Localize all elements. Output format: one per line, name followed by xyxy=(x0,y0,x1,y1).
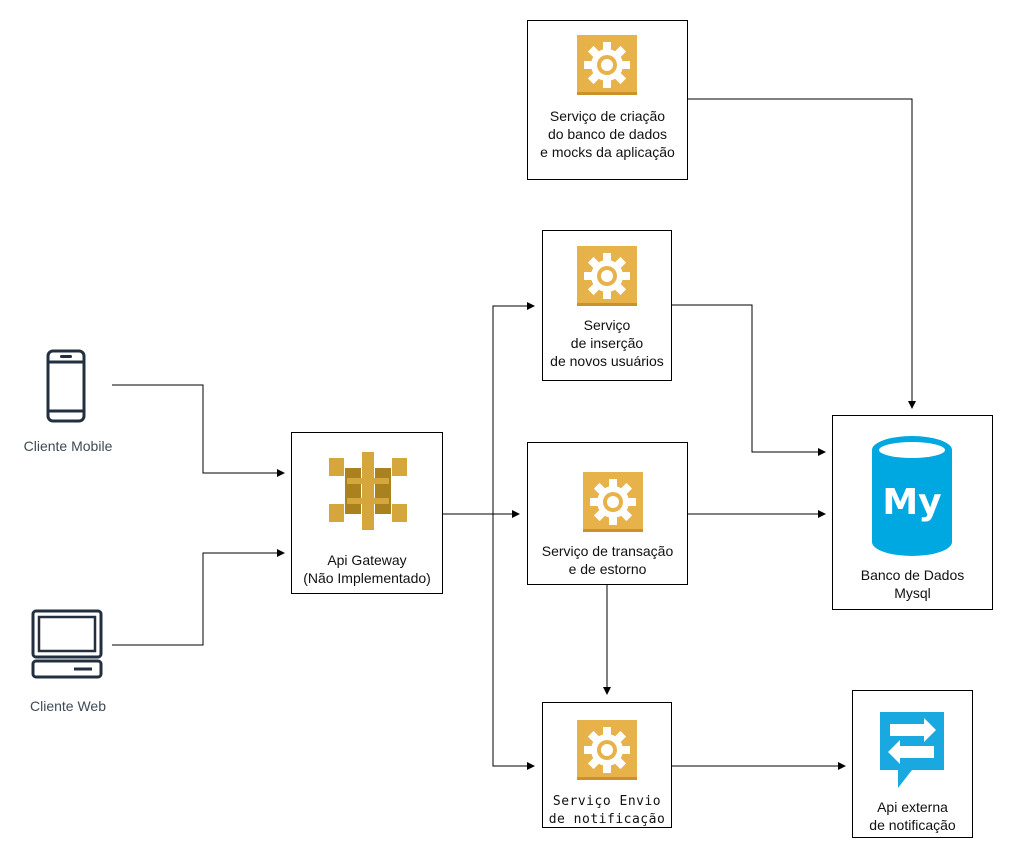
gear-service-icon xyxy=(577,35,637,95)
mobile-phone-icon xyxy=(46,349,86,423)
edge-insercao-to-banco xyxy=(672,304,826,456)
banco-dados-label: Banco de Dados Mysql xyxy=(860,567,965,601)
gear-service-icon xyxy=(583,472,643,532)
cliente-mobile-label: Cliente Mobile xyxy=(23,438,113,454)
notification-api-icon xyxy=(880,712,944,788)
api-gateway-label: Api Gateway (Não Implementado) xyxy=(303,552,431,586)
servico-transacao-label: Serviço de transação e de estorno xyxy=(541,543,674,577)
edge-gateway-to-notificacao xyxy=(492,514,535,770)
api-externa-label: Api externa de notificação xyxy=(869,799,956,833)
servico-notificacao-label: Serviço Envio de notificação xyxy=(548,794,666,827)
edge-mobile-to-gateway xyxy=(112,384,285,477)
mysql-database-icon: My xyxy=(872,436,952,556)
edge-web-to-gateway xyxy=(112,549,285,646)
mysql-icon-text: My xyxy=(882,482,941,523)
edge-gateway-to-insercao xyxy=(492,302,535,514)
cliente-web-label: Cliente Web xyxy=(29,698,106,714)
gear-service-icon xyxy=(577,720,637,780)
servico-insercao-label: Serviço de inserção de novos usuários xyxy=(550,317,664,369)
api-gateway-icon xyxy=(329,452,407,530)
desktop-computer-icon xyxy=(31,609,103,679)
gear-service-icon xyxy=(577,246,637,306)
edge-criacao-to-banco xyxy=(688,98,916,409)
servico-criacao-label: Serviço de criação do banco de dados e m… xyxy=(540,108,675,160)
